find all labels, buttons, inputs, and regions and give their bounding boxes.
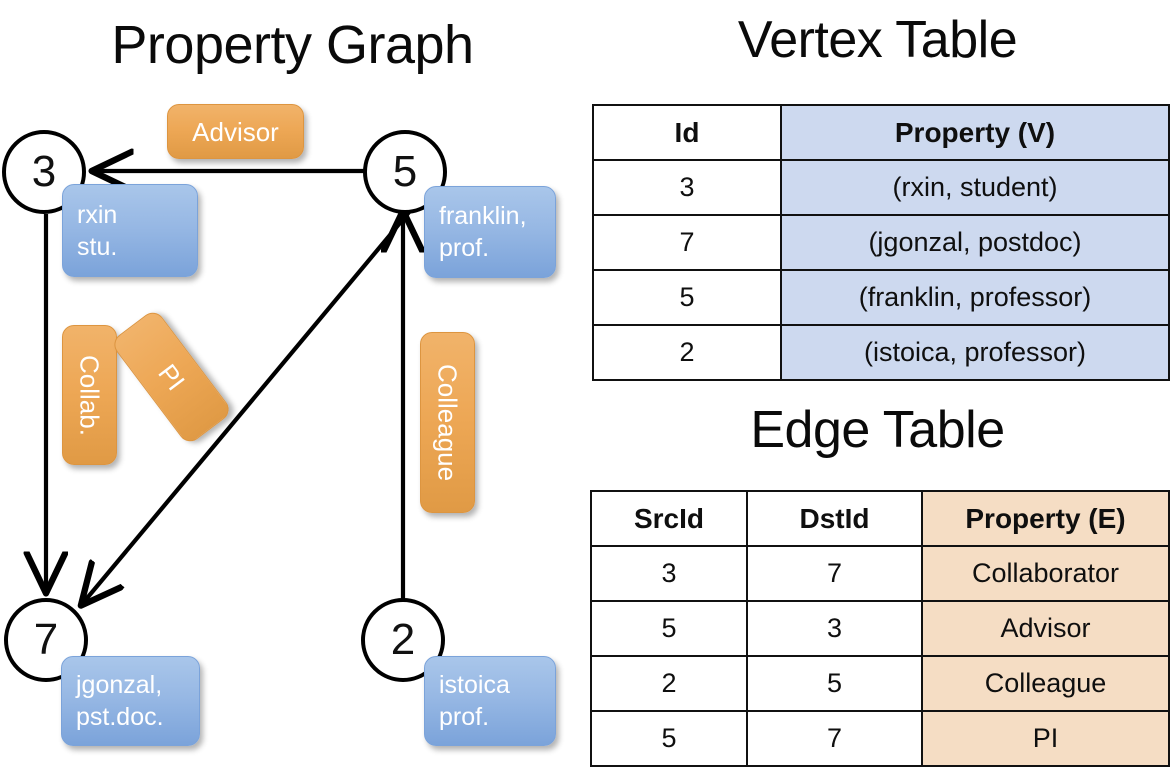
vertex-table: Id Property (V) 3 (rxin, student) 7 (jgo…	[592, 104, 1170, 381]
vertex-property-cell: (rxin, student)	[780, 159, 1170, 216]
edge-dstid-cell: 3	[746, 600, 923, 657]
vertex-id-cell: 7	[592, 214, 782, 271]
vertex-property-line1: istoica	[439, 671, 510, 699]
edge-srcid-cell: 2	[590, 655, 748, 712]
vertex-property-line2: stu.	[77, 232, 118, 261]
vertex-table-header-property: Property (V)	[780, 104, 1170, 161]
vertex-property-cell: (istoica, professor)	[780, 324, 1170, 381]
edge-srcid-cell: 5	[590, 600, 748, 657]
vertex-property-line1: franklin,	[439, 202, 527, 230]
table-row[interactable]: 3 7 Collaborator	[590, 545, 1170, 602]
edge-srcid-cell: 5	[590, 710, 748, 767]
edge-arrow-5-to-7	[83, 197, 422, 603]
edge-table-header-row: SrcId DstId Property (E)	[590, 490, 1170, 547]
vertex-table-header-row: Id Property (V)	[592, 104, 1170, 161]
vertex-property-box-2[interactable]: istoica prof.	[424, 656, 556, 746]
edge-property-cell: PI	[921, 710, 1170, 767]
page-title-edge-table: Edge Table	[750, 401, 1005, 459]
vertex-property-box-5[interactable]: franklin, prof.	[424, 186, 556, 278]
edge-table: SrcId DstId Property (E) 3 7 Collaborato…	[590, 490, 1170, 767]
edge-dstid-cell: 7	[746, 710, 923, 767]
edge-label-advisor[interactable]: Advisor	[167, 104, 304, 159]
table-row[interactable]: 7 (jgonzal, postdoc)	[592, 214, 1170, 271]
edge-dstid-cell: 7	[746, 545, 923, 602]
vertex-property-cell: (jgonzal, postdoc)	[780, 214, 1170, 271]
vertex-property-line2: prof.	[439, 234, 490, 262]
edge-property-cell: Colleague	[921, 655, 1170, 712]
vertex-property-box-3[interactable]: rxin stu.	[62, 184, 198, 277]
vertex-property-line1: jgonzal,	[76, 671, 163, 699]
edge-dstid-cell: 5	[746, 655, 923, 712]
vertex-id-cell: 2	[592, 324, 782, 381]
edge-label-text: Advisor	[192, 116, 279, 147]
edge-table-header-srcid: SrcId	[590, 490, 748, 547]
edge-property-cell: Collaborator	[921, 545, 1170, 602]
edge-property-cell: Advisor	[921, 600, 1170, 657]
page-title-property-graph: Property Graph	[111, 15, 474, 75]
graph-node-2[interactable]: 2	[361, 598, 445, 682]
table-row[interactable]: 2 5 Colleague	[590, 655, 1170, 712]
table-row[interactable]: 5 (franklin, professor)	[592, 269, 1170, 326]
table-row[interactable]: 5 3 Advisor	[590, 600, 1170, 657]
edge-table-header-dstid: DstId	[746, 490, 923, 547]
edge-label-text: Colleague	[432, 363, 463, 482]
vertex-property-line2: prof.	[439, 703, 490, 731]
edge-label-colleague[interactable]: Colleague	[420, 332, 475, 513]
vertex-property-line2: pst.doc.	[76, 703, 164, 731]
graph-edge-arrows	[0, 0, 585, 760]
edge-label-text: PI	[152, 358, 191, 396]
edge-label-text: Collab.	[74, 354, 105, 436]
vertex-id-cell: 3	[592, 159, 782, 216]
vertex-id-cell: 5	[592, 269, 782, 326]
edge-table-header-property: Property (E)	[921, 490, 1170, 547]
edge-label-collab[interactable]: Collab.	[62, 325, 117, 465]
page-title-vertex-table: Vertex Table	[737, 11, 1018, 69]
table-row[interactable]: 5 7 PI	[590, 710, 1170, 767]
vertex-property-box-7[interactable]: jgonzal, pst.doc.	[61, 656, 200, 746]
edge-srcid-cell: 3	[590, 545, 748, 602]
vertex-property-line1: rxin	[77, 200, 118, 229]
vertex-property-cell: (franklin, professor)	[780, 269, 1170, 326]
vertex-table-header-id: Id	[592, 104, 782, 161]
table-row[interactable]: 2 (istoica, professor)	[592, 324, 1170, 381]
table-row[interactable]: 3 (rxin, student)	[592, 159, 1170, 216]
property-graph-diagram: 3 5 7 2 rxin stu. franklin, prof. jgonza…	[0, 0, 585, 760]
